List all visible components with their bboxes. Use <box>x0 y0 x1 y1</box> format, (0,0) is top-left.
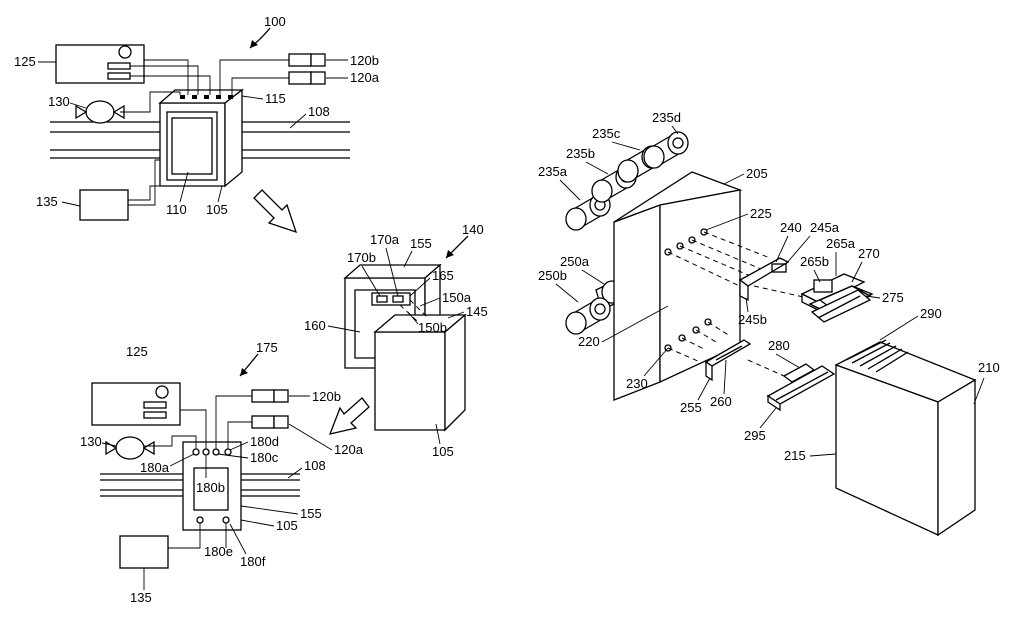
label-120b-bottom: 120b <box>312 389 341 404</box>
label-275: 275 <box>882 290 904 305</box>
label-135: 135 <box>36 194 58 209</box>
label-160: 160 <box>304 318 326 333</box>
label-180b: 180b <box>196 480 225 495</box>
label-270: 270 <box>858 246 880 261</box>
label-230: 230 <box>626 376 648 391</box>
label-175: 175 <box>256 340 278 355</box>
label-100: 100 <box>264 14 286 29</box>
label-165: 165 <box>432 268 454 283</box>
label-215: 215 <box>784 448 806 463</box>
label-245a: 245a <box>810 220 840 235</box>
label-130: 130 <box>48 94 70 109</box>
label-250a: 250a <box>560 254 590 269</box>
label-125-bottom: 125 <box>126 344 148 359</box>
label-295: 295 <box>744 428 766 443</box>
label-130-bottom: 130 <box>80 434 102 449</box>
label-125: 125 <box>14 54 36 69</box>
label-265a: 265a <box>826 236 856 251</box>
label-150b: 150b <box>418 320 447 335</box>
label-240: 240 <box>780 220 802 235</box>
label-235d: 235d <box>652 110 681 125</box>
label-105-bottom: 105 <box>276 518 298 533</box>
label-225: 225 <box>750 206 772 221</box>
label-180a: 180a <box>140 460 170 475</box>
transition-arrow-1 <box>254 190 296 232</box>
device-135-top <box>80 190 128 220</box>
label-155-bottom: 155 <box>300 506 322 521</box>
label-220: 220 <box>578 334 600 349</box>
label-280: 280 <box>768 338 790 353</box>
label-140: 140 <box>462 222 484 237</box>
label-108: 108 <box>308 104 330 119</box>
cylinder-235d <box>644 132 688 168</box>
label-145: 145 <box>466 304 488 319</box>
cylinder-250b <box>566 298 610 334</box>
figure-100 <box>50 28 350 220</box>
label-105-mid: 105 <box>432 444 454 459</box>
label-180e: 180e <box>204 544 233 559</box>
label-290: 290 <box>920 306 942 321</box>
label-245b: 245b <box>738 312 767 327</box>
label-210: 210 <box>978 360 1000 375</box>
label-108-bottom: 108 <box>304 458 326 473</box>
label-115: 115 <box>265 91 286 106</box>
label-135-bottom: 135 <box>130 590 152 605</box>
label-170b: 170b <box>347 250 376 265</box>
label-110: 110 <box>166 202 187 217</box>
label-155: 155 <box>410 236 432 251</box>
device-135-bottom <box>120 536 168 568</box>
label-170a: 170a <box>370 232 400 247</box>
label-255: 255 <box>680 400 702 415</box>
label-105: 105 <box>206 202 228 217</box>
label-150a: 150a <box>442 290 472 305</box>
label-120b: 120b <box>350 53 379 68</box>
label-250b: 250b <box>538 268 567 283</box>
label-205: 205 <box>746 166 768 181</box>
label-235a: 235a <box>538 164 568 179</box>
label-235c: 235c <box>592 126 621 141</box>
label-120a: 120a <box>350 70 380 85</box>
label-120a-bottom: 120a <box>334 442 364 457</box>
label-180f: 180f <box>240 554 266 569</box>
label-180d: 180d <box>250 434 279 449</box>
label-260: 260 <box>710 394 732 409</box>
label-235b: 235b <box>566 146 595 161</box>
label-180c: 180c <box>250 450 279 465</box>
figure-205 <box>566 132 975 535</box>
label-265b: 265b <box>800 254 829 269</box>
